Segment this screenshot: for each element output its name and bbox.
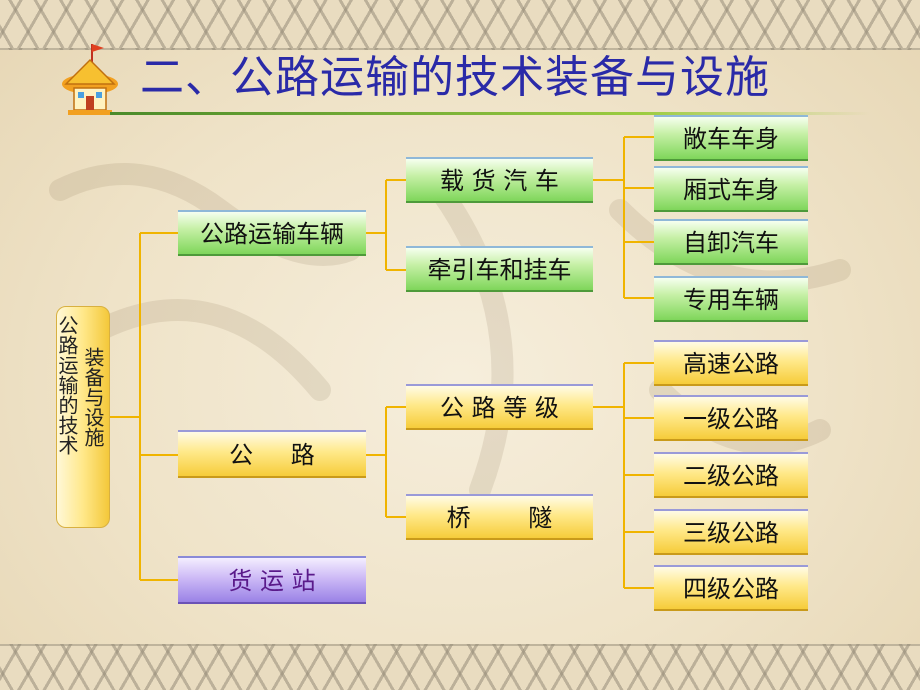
page-title: 二、公路运输的技术装备与设施 xyxy=(140,52,770,103)
pagoda-logo-icon xyxy=(62,44,118,115)
node-truck-type: 自卸汽车 xyxy=(654,219,808,265)
node-tractor: 牵引车和挂车 xyxy=(406,246,593,292)
node-road-grade-item: 高速公路 xyxy=(654,340,808,386)
node-truck-type: 敞车车身 xyxy=(654,115,808,161)
node-road-grade-item: 三级公路 xyxy=(654,509,808,555)
bottom-border xyxy=(0,644,920,690)
node-road-grade-item: 二级公路 xyxy=(654,452,808,498)
root-text-col1: 公路运输的技术 xyxy=(55,315,79,455)
root-node: 公路运输的技术 装备与设施 xyxy=(55,306,110,528)
node-stations: 货 运 站 xyxy=(178,556,366,604)
node-road-grade-item: 四级公路 xyxy=(654,565,808,611)
node-truck-type: 专用车辆 xyxy=(654,276,808,322)
node-truck: 载 货 汽 车 xyxy=(406,157,593,203)
node-roads: 公 路 xyxy=(178,430,366,478)
node-road-grade-item: 一级公路 xyxy=(654,395,808,441)
root-text-col2: 装备与设施 xyxy=(81,347,105,447)
node-road-grade: 公 路 等 级 xyxy=(406,384,593,430)
node-vehicles: 公路运输车辆 xyxy=(178,210,366,256)
title-underline xyxy=(110,112,870,115)
top-border xyxy=(0,0,920,50)
node-bridge-tunnel: 桥 隧 xyxy=(406,494,593,540)
node-truck-type: 厢式车身 xyxy=(654,166,808,212)
